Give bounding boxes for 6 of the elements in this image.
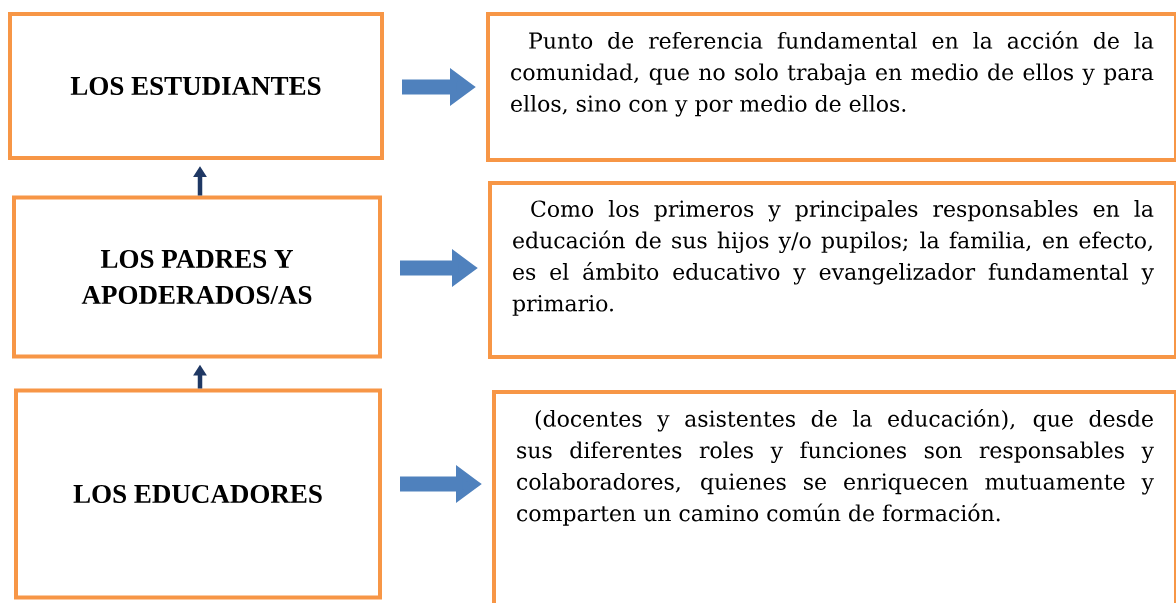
text-box: Punto de referencia fundamental en la acción de la comunidad, que no solo trabaja en medio de ellos y para ellos, sino con y por medio de ellos. (486, 12, 1176, 162)
text-box: LOS ESTUDIANTES (8, 12, 384, 160)
text-box: LOS PADRES Y APODERADOS/AS (12, 195, 382, 359)
text-box: Como los primeros y principales responsables en la educación de sus hijos y/o pupilos; la familia, en efecto, es el ámbito educativo y evangelizador fundamental y primario. (488, 181, 1176, 359)
text-box: LOS EDUCADORES (14, 388, 382, 600)
text-box: (docentes y asistentes de la educación), que desde sus diferentes roles y funciones son responsables y colaboradores, quienes se enriquecen mutuamente y comparten un camino común de formación. (492, 390, 1176, 603)
